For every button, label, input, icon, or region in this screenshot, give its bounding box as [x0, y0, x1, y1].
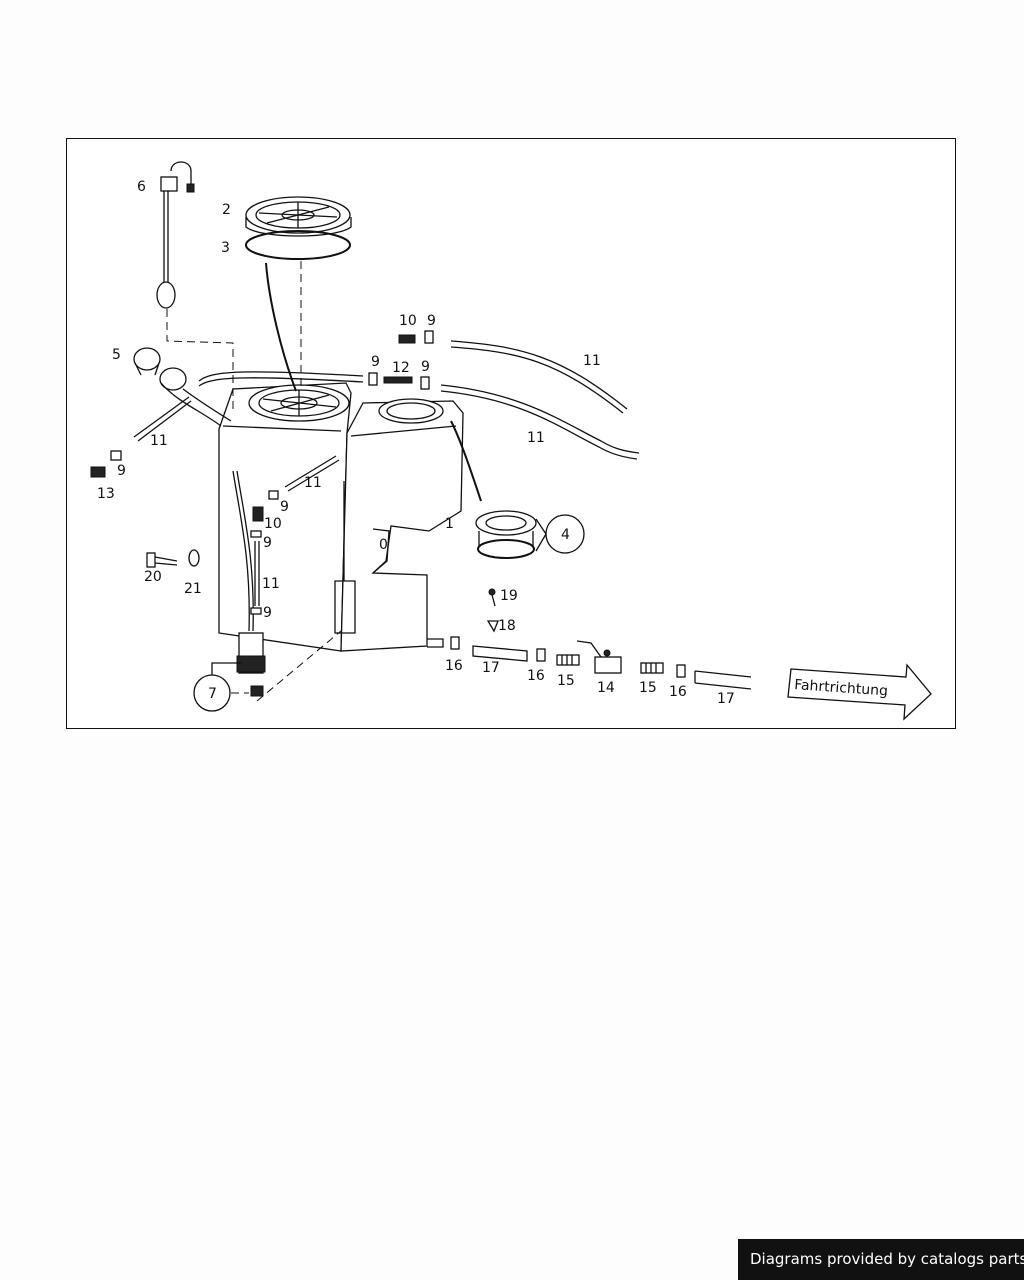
part-label-18: 18 [498, 618, 516, 634]
tank-body: 0 [218, 382, 464, 652]
part-label-7: 7 [208, 686, 217, 702]
svg-text:0: 0 [379, 537, 388, 553]
lid-arrow [265, 262, 297, 392]
direction-label: Fahrtrichtung [794, 677, 889, 700]
part-label-9: 9 [280, 499, 289, 515]
filler-lid [245, 196, 352, 260]
part-label-9: 9 [263, 535, 272, 551]
diagram-frame: 0 [66, 138, 956, 729]
part-label-14: 14 [597, 680, 615, 696]
part-label-5: 5 [112, 347, 121, 363]
part-label-11: 11 [262, 576, 280, 592]
part-label-10: 10 [399, 313, 417, 329]
level-sensor [156, 161, 195, 309]
part-label-16: 16 [445, 658, 463, 674]
part-label-11: 11 [583, 353, 601, 369]
part-label-9: 9 [421, 359, 430, 375]
bolt-washer [146, 549, 200, 568]
small-fittings [90, 330, 434, 615]
part-label-17: 17 [482, 660, 500, 676]
part-label-15: 15 [639, 680, 657, 696]
pump-assembly [193, 630, 342, 712]
part-label-11: 11 [150, 433, 168, 449]
part-label-9: 9 [371, 354, 380, 370]
part-label-11: 11 [304, 475, 322, 491]
caps [133, 347, 232, 427]
part-label-9: 9 [427, 313, 436, 329]
direction-arrow [787, 663, 932, 721]
lid-callout [450, 420, 585, 559]
part-label-17: 17 [717, 691, 735, 707]
credit-banner: Diagrams provided by catalogs parts [738, 1239, 1024, 1280]
part-label-2: 2 [222, 202, 231, 218]
part-label-3: 3 [221, 240, 230, 256]
part-label-15: 15 [557, 673, 575, 689]
part-label-9: 9 [117, 463, 126, 479]
part-label-11: 11 [527, 430, 545, 446]
hoses [133, 340, 640, 606]
part-label-9: 9 [263, 605, 272, 621]
part-label-4: 4 [561, 527, 570, 543]
part-label-12: 12 [392, 360, 410, 376]
outlet-line [450, 588, 752, 690]
part-labels: 1 2 3 4 5 6 7 9 9 9 9 9 9 9 10 10 11 11 … [97, 179, 735, 707]
parts-diagram: 0 [90, 161, 932, 721]
part-label-1: 1 [445, 516, 454, 532]
part-label-16: 16 [527, 668, 545, 684]
part-label-21: 21 [184, 581, 202, 597]
part-label-13: 13 [97, 486, 115, 502]
part-label-19: 19 [500, 588, 518, 604]
part-label-20: 20 [144, 569, 162, 585]
part-label-16: 16 [669, 684, 687, 700]
sensor-guide [166, 309, 234, 411]
part-label-10: 10 [264, 516, 282, 532]
part-label-6: 6 [137, 179, 146, 195]
